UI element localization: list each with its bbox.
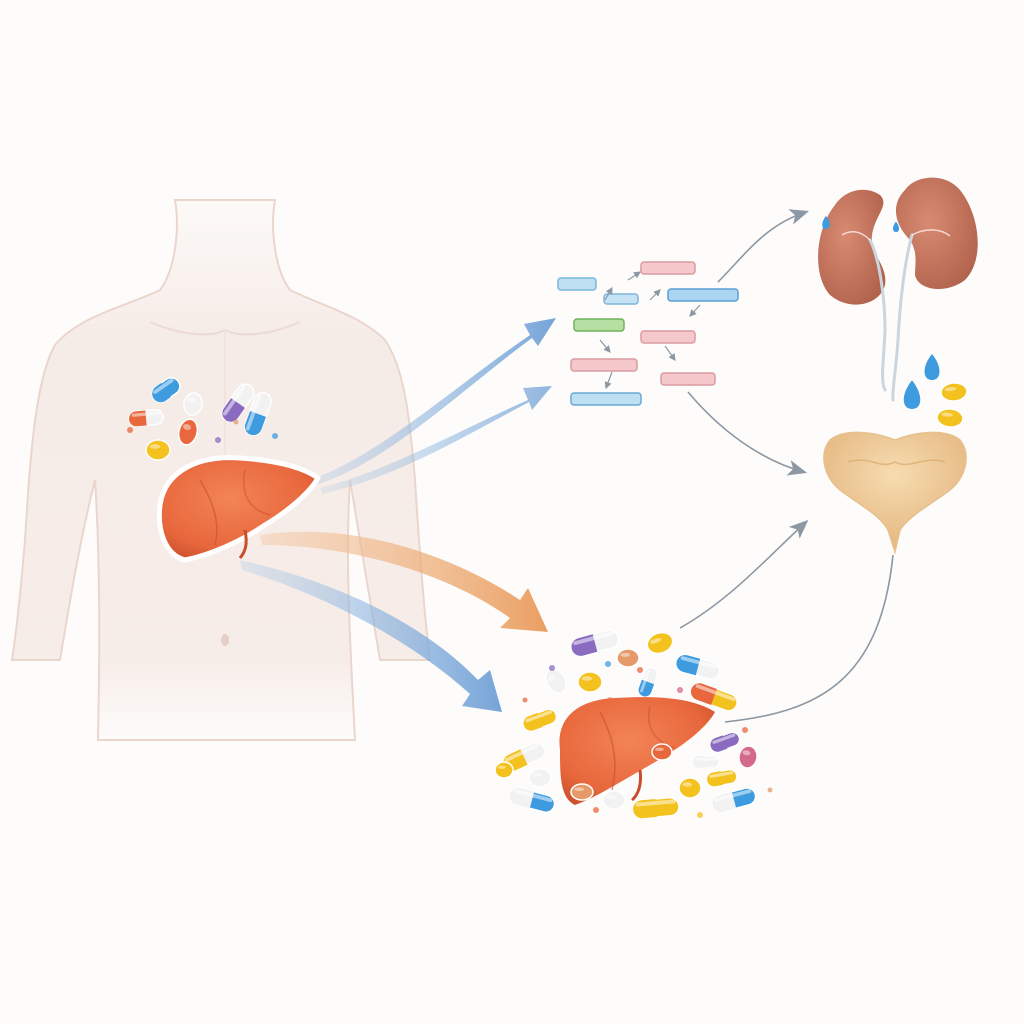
pathway-block bbox=[603, 293, 639, 305]
pill-cluster-front bbox=[508, 731, 773, 819]
capsule-pill bbox=[706, 768, 738, 788]
pill-fragment bbox=[522, 697, 528, 703]
tablet-pill bbox=[177, 418, 199, 446]
capsule-pill bbox=[570, 629, 620, 657]
bladder bbox=[823, 431, 967, 555]
tablet-pill bbox=[528, 768, 552, 788]
pathway-block bbox=[570, 392, 642, 406]
pathway-block bbox=[570, 358, 638, 372]
pathway-link bbox=[604, 286, 613, 301]
pathway-link bbox=[627, 271, 641, 281]
tablet-pill bbox=[545, 668, 567, 694]
pathway-block bbox=[660, 372, 716, 386]
pathway-block bbox=[640, 261, 696, 275]
pathway-link bbox=[599, 339, 611, 353]
navel bbox=[221, 634, 229, 646]
tablet-pill bbox=[602, 790, 626, 810]
flow-arrow-to-pathway-lower bbox=[320, 386, 552, 494]
tablet-pill bbox=[145, 439, 171, 461]
metabolic-pathway bbox=[557, 261, 739, 406]
pill-fragment bbox=[272, 433, 278, 439]
droplet bbox=[903, 380, 921, 409]
tablet-pill bbox=[494, 761, 514, 779]
droplet bbox=[924, 354, 940, 380]
tablet-pill bbox=[570, 783, 594, 801]
pill-fragment bbox=[127, 427, 133, 433]
pill-fragment bbox=[593, 807, 599, 813]
tablet-pill bbox=[646, 631, 674, 655]
connectors bbox=[679, 209, 894, 723]
pill-fragment bbox=[742, 727, 748, 733]
capsule-pill bbox=[692, 755, 720, 769]
connector-pathway-to-kidney bbox=[717, 209, 810, 283]
pathway-link bbox=[649, 289, 661, 301]
torso-pill-group bbox=[127, 377, 278, 461]
capsule-pill bbox=[128, 408, 164, 428]
capsule-pill bbox=[522, 708, 558, 732]
tablet-pill bbox=[738, 745, 758, 769]
pill-fragment bbox=[637, 667, 643, 673]
pill-fragment bbox=[767, 787, 773, 793]
flow-arrows bbox=[240, 318, 556, 712]
droplet bbox=[893, 221, 899, 232]
pathway-link bbox=[689, 304, 701, 317]
connector-liver-to-bladder bbox=[724, 554, 894, 723]
capsule-pill bbox=[637, 666, 659, 698]
capsule-pill bbox=[508, 786, 556, 814]
pathway-block bbox=[640, 330, 696, 344]
capsule-pill bbox=[709, 731, 741, 753]
flow-arrow-to-pathway-upper bbox=[310, 318, 556, 486]
tablet-pill bbox=[577, 671, 603, 693]
pill-fragment bbox=[215, 437, 221, 443]
flow-arrow-to-pill-cluster-lower bbox=[240, 560, 502, 712]
pathway-link bbox=[664, 345, 676, 361]
tablet-pill bbox=[940, 382, 968, 402]
flow-arrow-to-pill-cluster bbox=[260, 531, 548, 632]
pill-fragment bbox=[233, 419, 239, 425]
pill-fragment bbox=[677, 687, 683, 693]
pill-fragment bbox=[549, 665, 555, 671]
kidneys bbox=[818, 177, 978, 402]
capsule-pill bbox=[632, 797, 680, 819]
tablet-pill bbox=[183, 392, 203, 416]
tablet-pill bbox=[616, 648, 640, 668]
capsule-pill bbox=[244, 392, 272, 436]
pathway-link bbox=[604, 371, 613, 390]
tablet-pill bbox=[936, 408, 964, 428]
capsule-pill bbox=[675, 654, 721, 680]
capsule-pill bbox=[221, 383, 255, 423]
capsule-pill bbox=[711, 787, 757, 813]
capsule-pill bbox=[151, 377, 181, 403]
connector-pills-to-bladder bbox=[679, 519, 809, 629]
pill-fragment bbox=[697, 812, 703, 818]
urine-droplets bbox=[822, 216, 968, 428]
pill-cluster-back bbox=[494, 629, 748, 779]
pathway-block bbox=[667, 288, 739, 302]
tablet-pill bbox=[651, 743, 673, 761]
kidney-left bbox=[818, 189, 886, 305]
liver-cluster bbox=[559, 697, 715, 805]
capsule-pill bbox=[690, 682, 738, 712]
droplet bbox=[822, 216, 830, 229]
pill-fragment bbox=[605, 661, 611, 667]
pathway-block bbox=[573, 318, 625, 332]
pathway-block bbox=[557, 277, 597, 291]
kidney-right bbox=[895, 177, 978, 290]
tablet-pill bbox=[678, 777, 702, 799]
connector-pathway-to-bladder bbox=[687, 391, 808, 476]
liver-torso bbox=[156, 455, 321, 563]
